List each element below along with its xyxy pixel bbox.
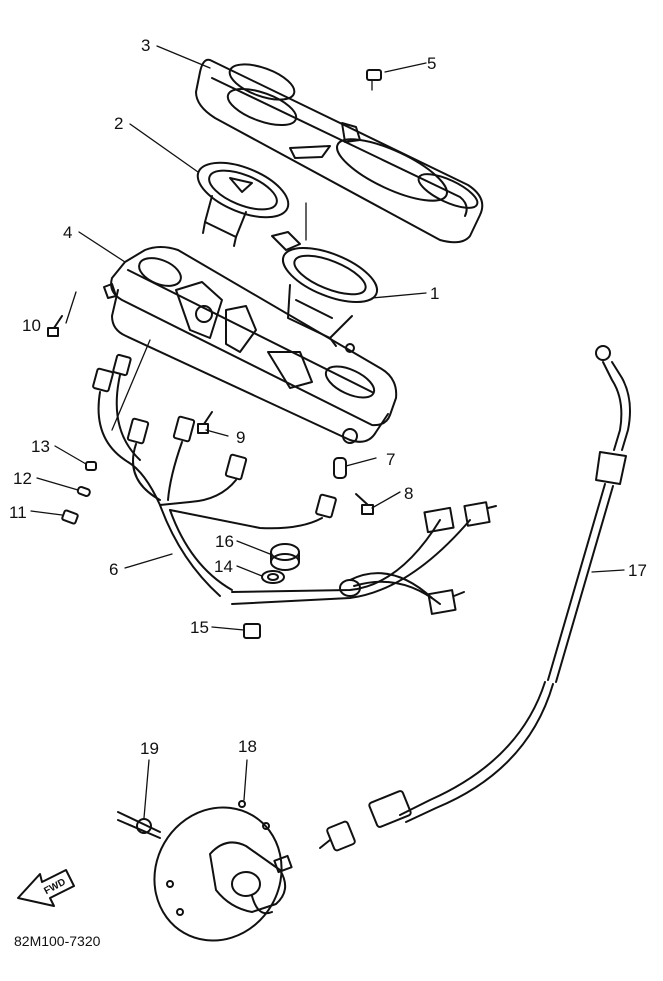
label-4: 4 [63, 223, 72, 242]
label-17: 17 [628, 561, 647, 580]
label-5: 5 [427, 54, 436, 73]
part-9-screw [197, 411, 213, 434]
label-14: 14 [214, 557, 233, 576]
part-13-bulb [85, 461, 97, 471]
label-12: 12 [13, 469, 32, 488]
label-15: 15 [190, 618, 209, 637]
leader-lines [30, 45, 625, 819]
part-1-meter [271, 202, 379, 353]
label-8: 8 [404, 484, 413, 503]
label-10: 10 [22, 316, 41, 335]
part-17-speedometer-cable [319, 345, 631, 852]
part-15-nut [243, 623, 261, 639]
part-labels: 1 2 3 4 5 6 7 8 9 10 11 12 13 14 15 16 1… [9, 36, 647, 758]
part-8-screw [355, 493, 374, 515]
part-4-meter-case [103, 246, 398, 444]
part-12-bulb [76, 485, 91, 497]
label-11: 11 [9, 503, 27, 522]
part-14-collar [261, 570, 285, 584]
label-16: 16 [215, 532, 234, 551]
part-3-meter-cover [195, 58, 484, 244]
part-11-socket [61, 509, 79, 525]
drawing-code: 82M100-7320 [14, 933, 101, 949]
label-2: 2 [114, 114, 123, 133]
part-16-grommet [270, 543, 300, 571]
label-19: 19 [140, 739, 159, 758]
label-3: 3 [141, 36, 150, 55]
part-5-screw [366, 69, 382, 91]
part-18-gear-unit [153, 800, 293, 942]
part-2-meter [196, 161, 290, 247]
part-19-pin [117, 811, 161, 839]
part-7-bulb [333, 457, 347, 479]
forward-arrow-icon: FWD [17, 869, 75, 907]
label-9: 9 [236, 428, 245, 447]
label-13: 13 [31, 437, 50, 456]
label-1: 1 [430, 284, 439, 303]
label-6: 6 [109, 560, 118, 579]
part-10-screw [47, 315, 63, 337]
label-7: 7 [386, 450, 395, 469]
label-18: 18 [238, 737, 257, 756]
part-6-wiring-harness [92, 353, 497, 615]
